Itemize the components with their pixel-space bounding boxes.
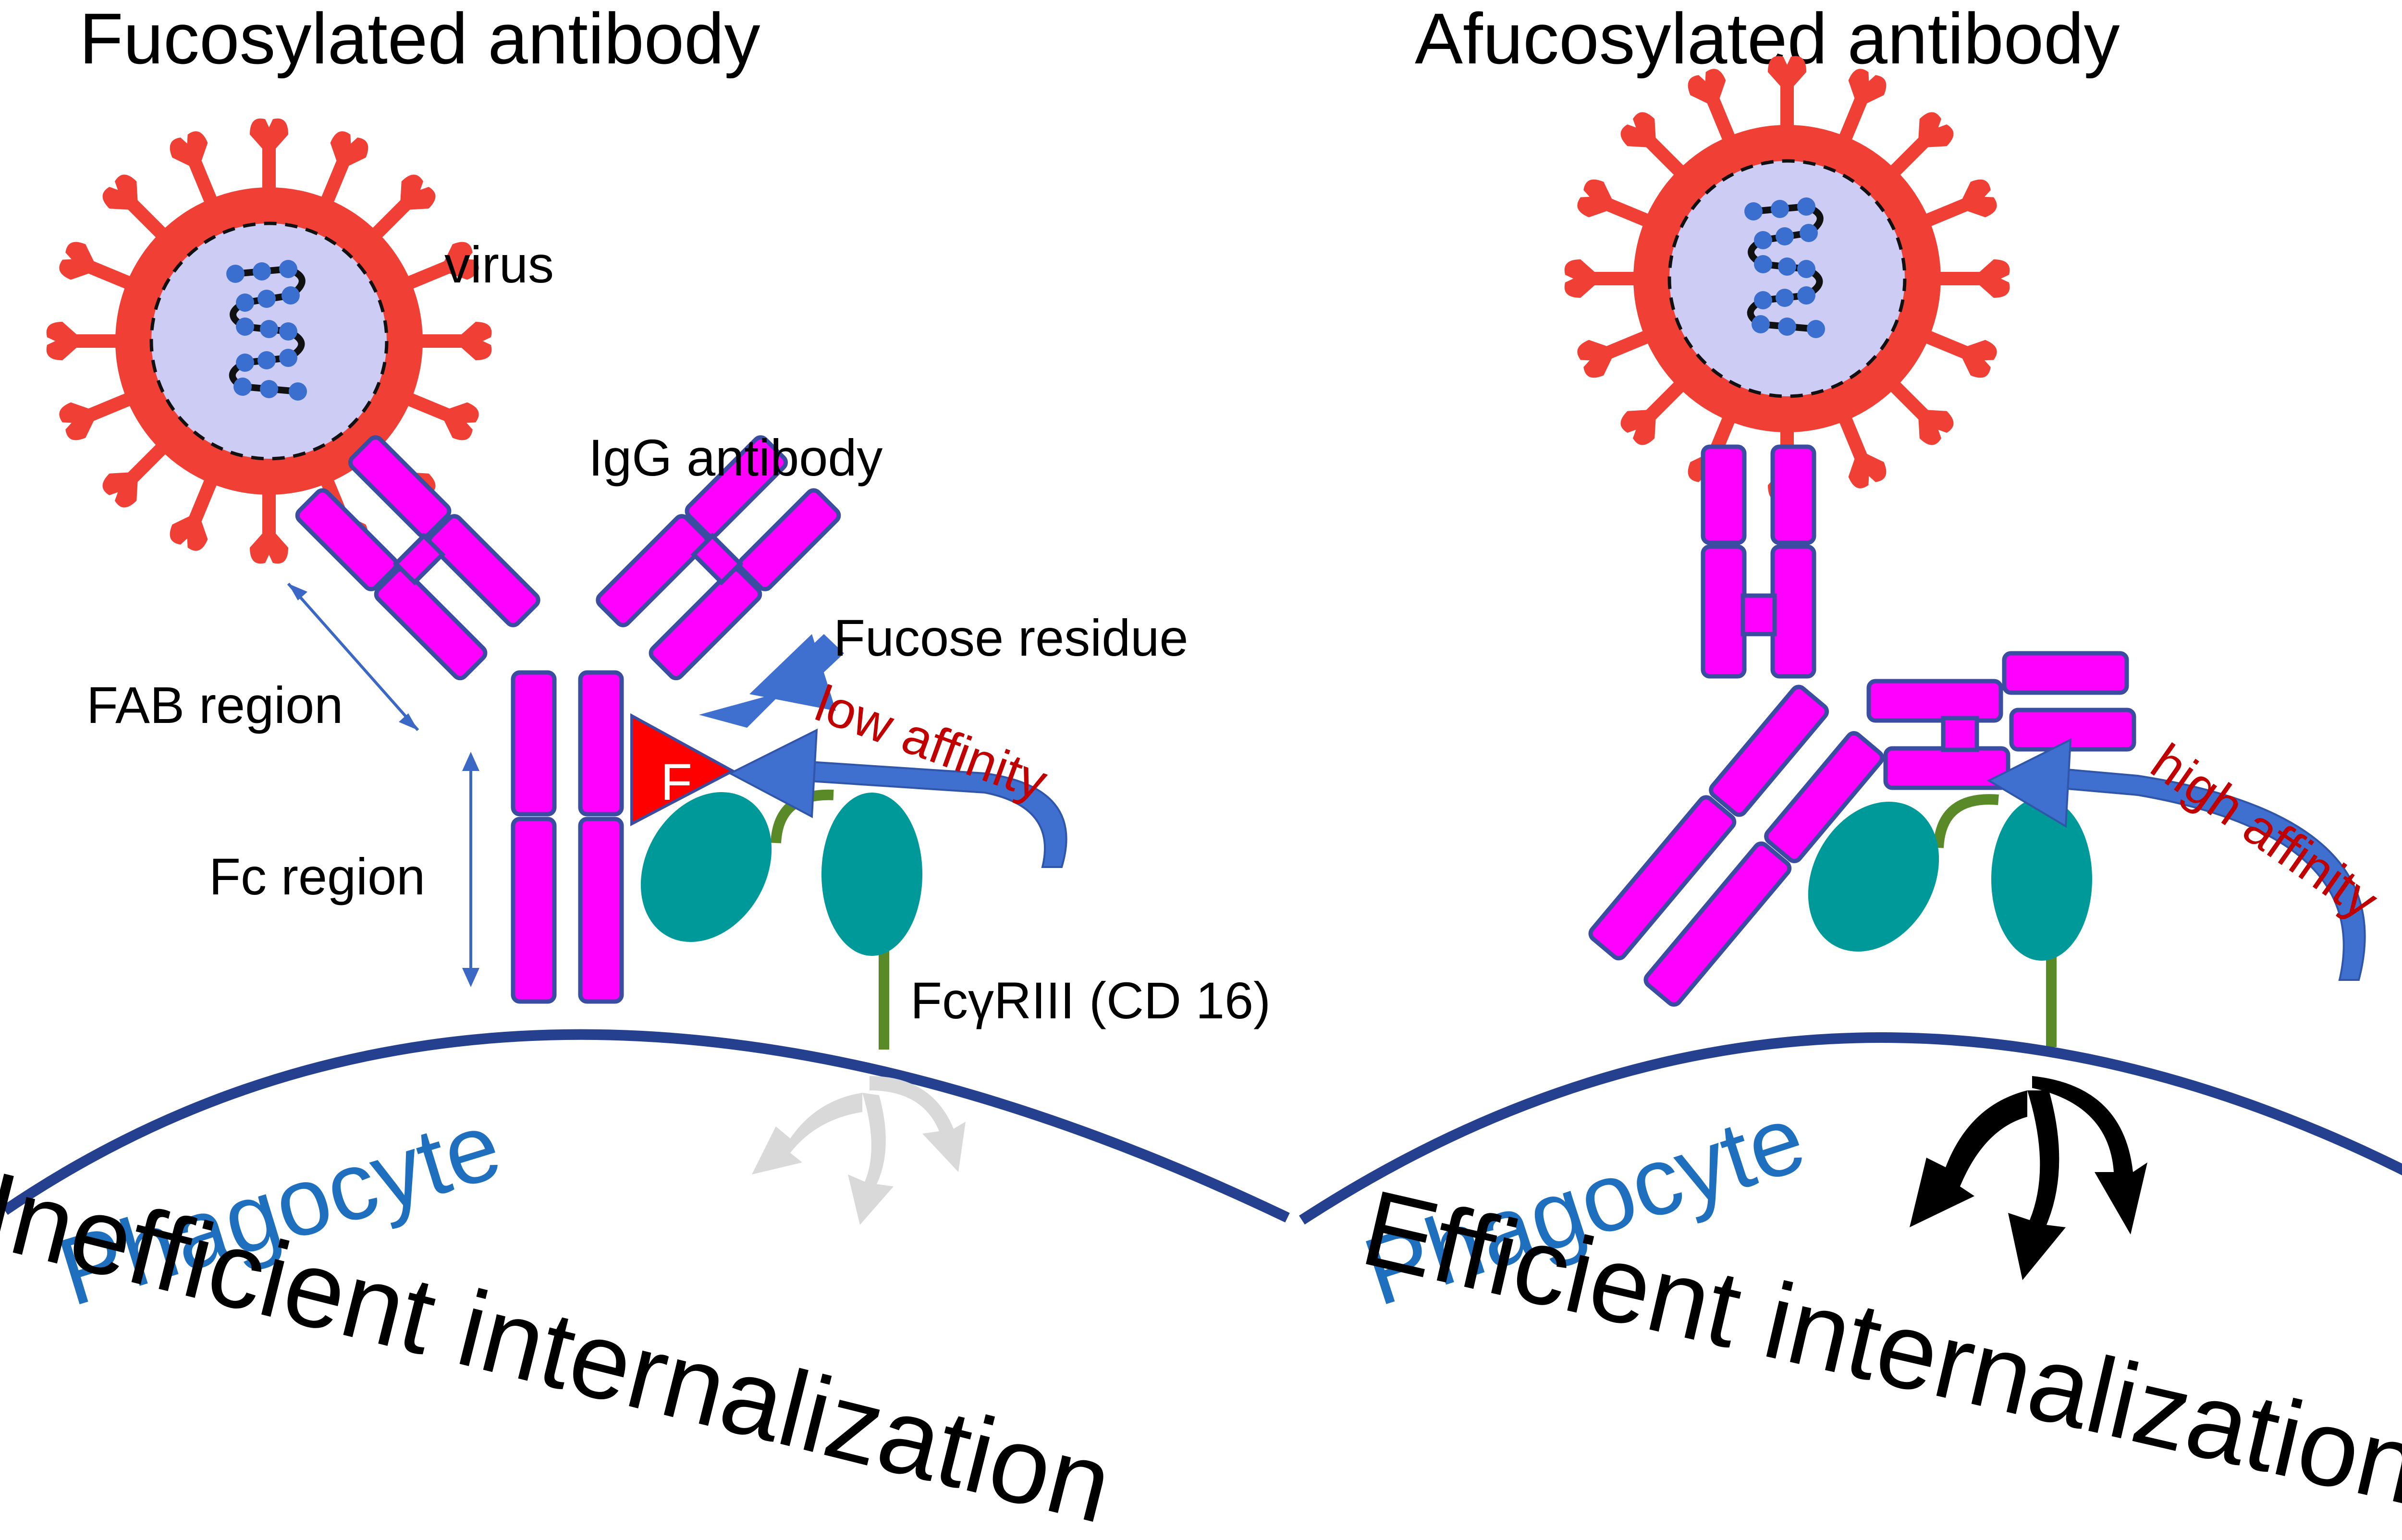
fc-receptor-icon (1808, 794, 2092, 1047)
right-phagocyte-membrane (1299, 1032, 2402, 1225)
fc-region-label: Fc region (209, 847, 425, 905)
fucose-marker: F (661, 753, 692, 811)
left-phagocyte-membrane (1, 1029, 1290, 1222)
receptor-label: FcγRIII (CD 16) (910, 971, 1271, 1029)
left-outcome-label: Inefficient internalization (0, 1149, 1123, 1540)
left-panel: Fucosylated antibody virus (0, 0, 1290, 1540)
high-affinity-label: high affinity (2141, 733, 2389, 930)
igg-antibody-icon (295, 435, 841, 1004)
signal-arrows-icon (1910, 1076, 2147, 1280)
igg-antibody-icon (1588, 444, 2136, 1007)
fc-region-arrow (462, 752, 479, 987)
affinity-arrow-low (728, 728, 1067, 868)
fucose-pointer-arrow (699, 634, 844, 728)
antibody-label: IgG antibody (588, 428, 882, 487)
fc-receptor-icon (640, 789, 922, 1050)
left-panel-title: Fucosylated antibody (79, 0, 760, 79)
fucose-triangle-icon: F (630, 713, 736, 826)
virus-icon (46, 118, 492, 564)
affinity-arrow-high (1986, 738, 2366, 981)
virus-icon (1564, 56, 2010, 501)
fab-region-label: FAB region (86, 676, 343, 734)
right-panel: Afucosylated antibody (1299, 0, 2402, 1528)
virus-label: virus (444, 235, 554, 293)
fucose-residue-label: Fucose residue (833, 609, 1188, 667)
right-outcome-label: Efficient internalization (1352, 1166, 2402, 1527)
fab-region-arrow (287, 583, 419, 731)
signal-arrows-icon (752, 1076, 966, 1225)
low-affinity-label: low affinity (808, 674, 1054, 811)
right-panel-title: Afucosylated antibody (1415, 0, 2120, 79)
